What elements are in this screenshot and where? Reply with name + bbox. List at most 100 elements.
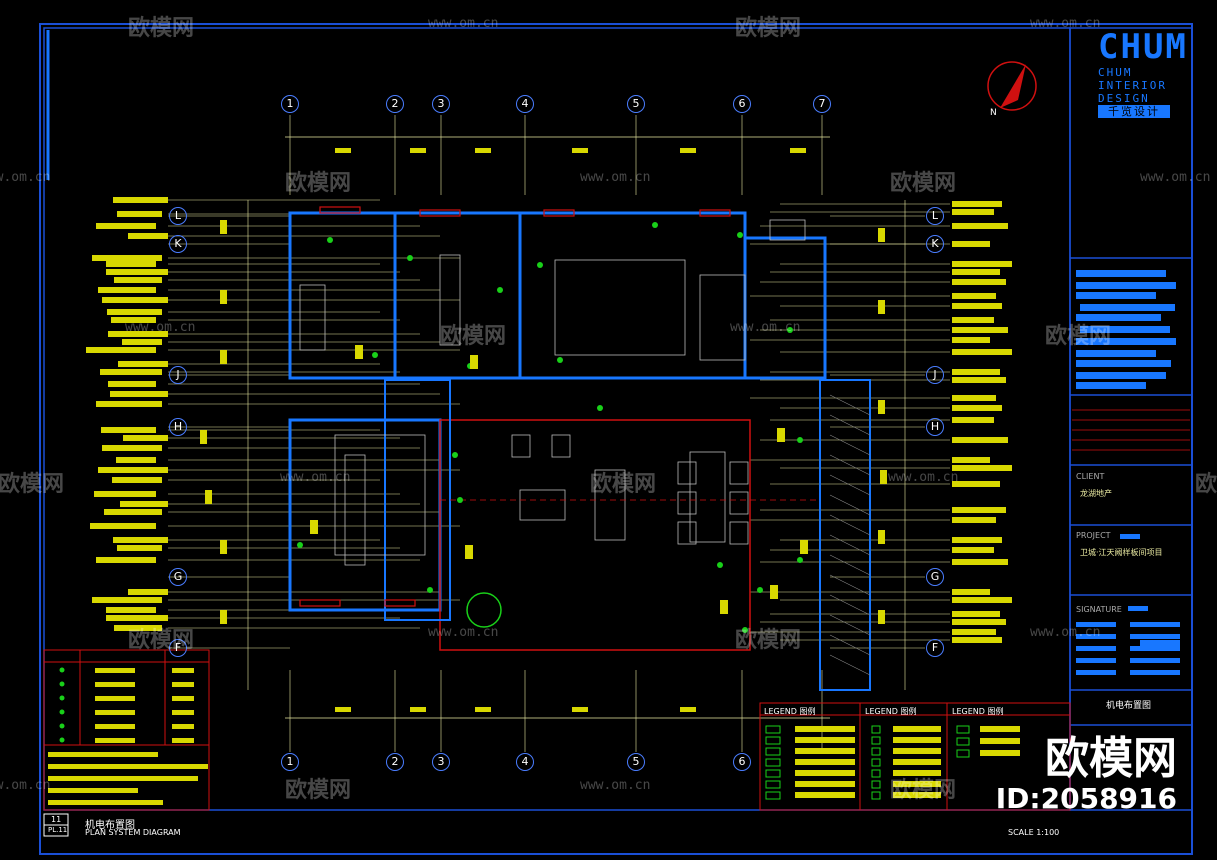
electrical-fixture <box>537 262 543 268</box>
equipment-marker <box>770 585 778 599</box>
legend-symbol <box>871 747 881 756</box>
annotation-note <box>98 467 168 473</box>
title-block-text-bar <box>1076 622 1116 627</box>
electrical-fixture <box>742 627 748 633</box>
annotation-note <box>96 401 162 407</box>
annotation-note <box>96 223 156 229</box>
dimension-tick <box>572 148 588 153</box>
grid-row-bubble: K <box>169 235 187 253</box>
title-block-text-bar <box>1076 292 1156 299</box>
inner-frame <box>43 27 1071 811</box>
legend-symbol <box>765 791 781 800</box>
annotation-note <box>952 201 1002 207</box>
legend-symbol <box>765 758 781 767</box>
legend-text <box>980 750 1020 756</box>
annotation-note <box>952 437 1008 443</box>
dimension-marker <box>220 610 227 624</box>
legend-text <box>893 792 941 798</box>
title-block-text-bar <box>1130 634 1180 639</box>
title-block-text-bar <box>1130 658 1180 663</box>
annotation-note <box>952 241 990 247</box>
legend-symbol <box>765 780 781 789</box>
plant <box>466 592 502 628</box>
dimension-marker <box>878 300 885 314</box>
annotation-note <box>952 507 1006 513</box>
sofa-outline <box>594 469 626 541</box>
material-table-icon <box>59 681 65 687</box>
watermark-stamp: 欧模网 ID:2058916 <box>996 735 1177 815</box>
logo-line3: DESIGN <box>1098 92 1150 105</box>
material-table-icon <box>59 723 65 729</box>
electrical-fixture <box>372 352 378 358</box>
hatch-line <box>829 554 871 576</box>
hatch-line <box>829 454 871 476</box>
door-leaf <box>543 209 575 217</box>
legend-symbol <box>956 725 970 734</box>
annotation-note <box>128 233 168 239</box>
title-block-text-bar <box>1076 382 1146 389</box>
watermark-stamp-brand: 欧模网 <box>1045 733 1177 784</box>
chair <box>551 434 571 458</box>
annotation-note <box>952 261 1012 267</box>
equipment-marker <box>310 520 318 534</box>
title-block-text-bar <box>1130 646 1180 651</box>
chair <box>677 521 697 545</box>
electrical-fixture <box>407 255 413 261</box>
scale-label: SCALE 1:100 <box>1008 828 1060 837</box>
electrical-fixture <box>717 562 723 568</box>
legend-symbol <box>765 769 781 778</box>
annotation-note <box>104 509 162 515</box>
dimension-tick <box>475 148 491 153</box>
material-table-text <box>95 668 135 673</box>
note-text-bar <box>48 764 208 769</box>
legend-symbol <box>765 747 781 756</box>
annotation-note <box>117 545 162 551</box>
dimension-marker <box>878 228 885 242</box>
watermark-brand: 欧模网 <box>440 324 507 349</box>
title-block-text-bar <box>1076 350 1156 357</box>
watermark-brand: 欧模网 <box>1195 472 1217 497</box>
material-table <box>43 649 210 811</box>
watermark-url: www.om.cn <box>580 170 651 185</box>
grid-column-bubble: 4 <box>516 753 534 771</box>
project-label: PROJECT <box>1076 531 1111 540</box>
annotation-note <box>952 337 990 343</box>
material-table-text <box>95 682 135 687</box>
legend-symbol <box>871 769 881 778</box>
dimension-marker <box>220 540 227 554</box>
title-block-text-bar <box>1140 640 1180 646</box>
note-text-bar <box>48 776 198 781</box>
grid-column-bubble: 7 <box>813 95 831 113</box>
dimension-marker <box>200 430 207 444</box>
wall <box>743 236 827 380</box>
annotation-note <box>952 547 994 553</box>
brand-logo: CHUM CHUM INTERIOR DESIGN 千览设计 <box>1098 28 1186 118</box>
electrical-fixture <box>597 405 603 411</box>
logo-line2: INTERIOR <box>1098 79 1167 92</box>
title-block-text-bar <box>1080 326 1170 333</box>
hatch-line <box>829 534 871 556</box>
material-table-icon <box>59 667 65 673</box>
title-block-text-bar <box>1076 658 1116 663</box>
title-block-text-bar <box>1076 634 1116 639</box>
annotation-note <box>952 537 1002 543</box>
annotation-note <box>122 339 162 345</box>
legend-symbol <box>765 736 781 745</box>
annotation-note <box>952 481 1000 487</box>
equipment-marker <box>470 355 478 369</box>
annotation-note <box>952 293 996 299</box>
grid-row-bubble: G <box>926 568 944 586</box>
legend-text <box>795 792 855 798</box>
watermark-brand: 欧模网 <box>590 472 657 497</box>
annotation-note <box>114 277 162 283</box>
annotation-note <box>101 427 156 433</box>
dimension-marker <box>220 350 227 364</box>
material-table-text <box>172 696 194 701</box>
dimension-marker <box>220 290 227 304</box>
annotation-note <box>92 597 162 603</box>
legend-text <box>980 726 1020 732</box>
equipment-marker <box>355 345 363 359</box>
hatch-line <box>829 614 871 636</box>
annotation-note <box>123 435 168 441</box>
material-table-text <box>172 710 194 715</box>
